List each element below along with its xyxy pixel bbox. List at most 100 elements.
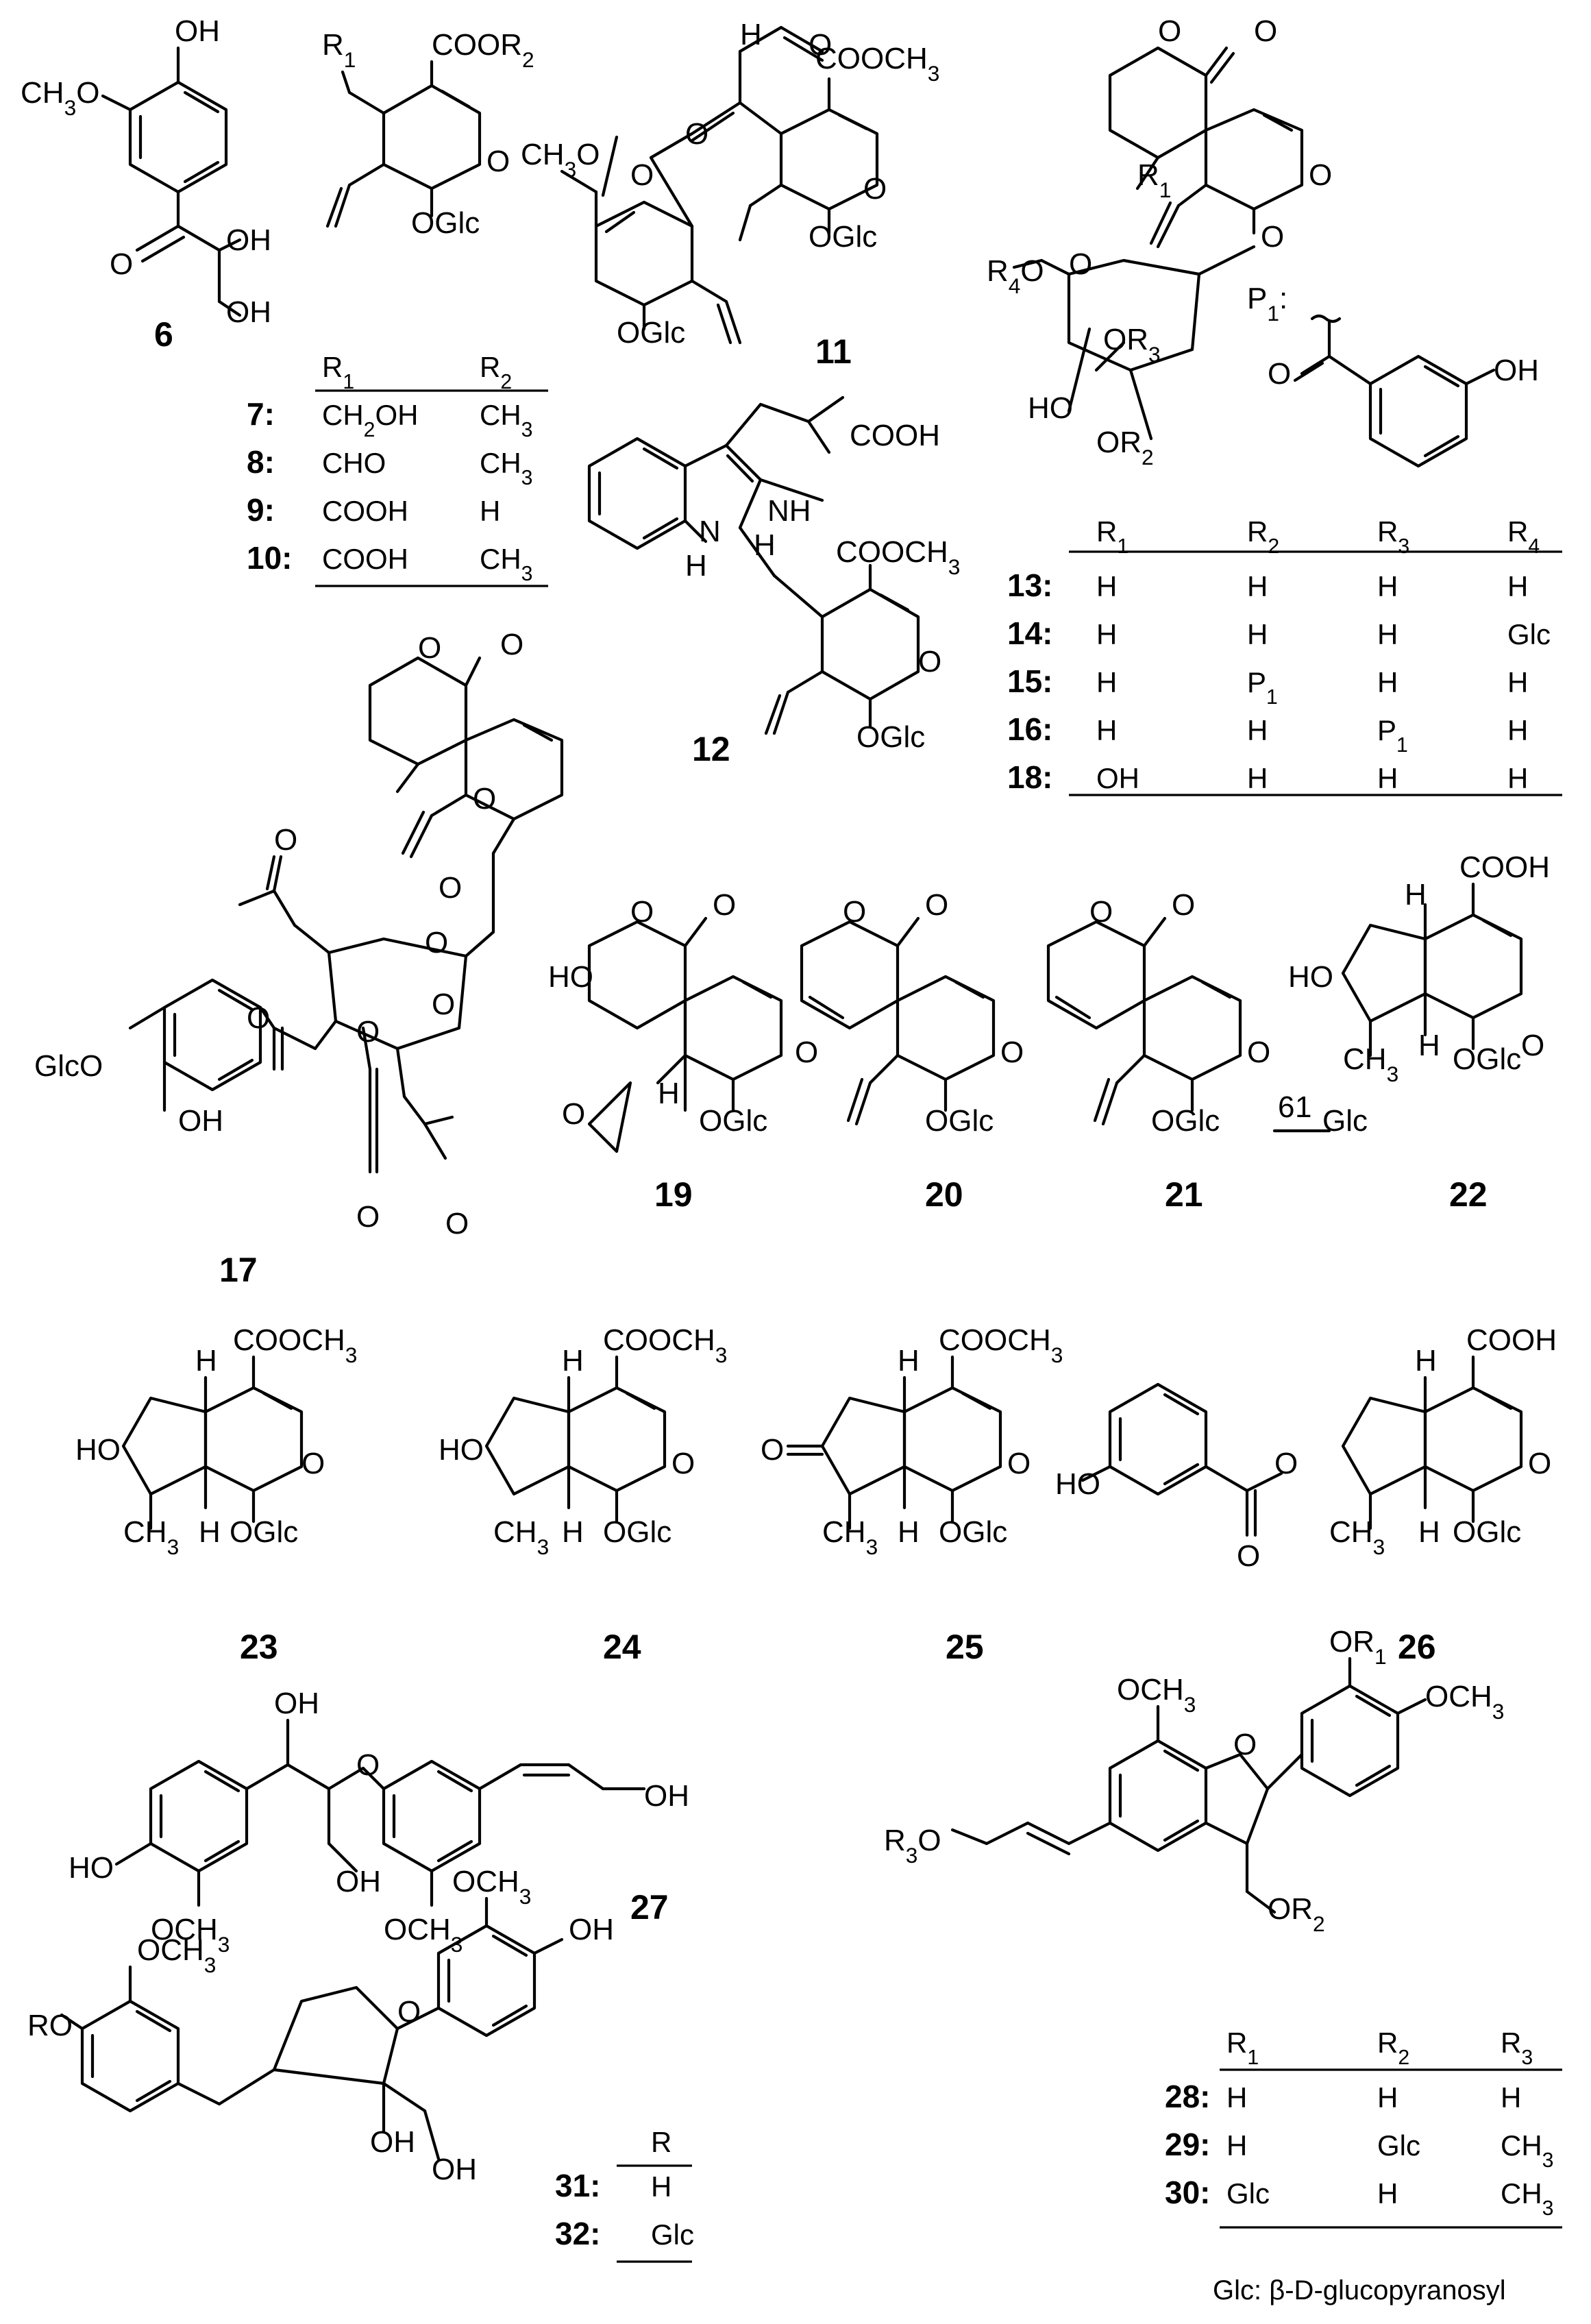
t7_10-cell-2-1: H	[480, 495, 500, 527]
c12-label-6: O	[918, 645, 941, 678]
c24-label-0: COOCH3	[603, 1323, 727, 1367]
t13_18-cell-3-0: H	[1096, 714, 1117, 746]
compound-number-25: 25	[946, 1628, 984, 1666]
c12-label-5: COOCH3	[836, 535, 960, 579]
c23-label-0: COOCH3	[233, 1323, 357, 1367]
t13_18-cell-2-0: H	[1096, 666, 1117, 698]
c21-label-3: OGlc	[1151, 1104, 1220, 1138]
c20-label-0: O	[843, 895, 866, 929]
c22-label-5: H	[1418, 1029, 1440, 1062]
c23-label-2: HO	[75, 1433, 121, 1467]
p1-label-1: O	[1268, 357, 1291, 391]
c12-label-1: NH	[767, 494, 811, 528]
c26-label-4: H	[1415, 1344, 1437, 1378]
t13_18-row-label-3: 16:	[1007, 711, 1053, 747]
c27-label-3: HO	[69, 1851, 114, 1885]
t13_18-cell-0-1: H	[1247, 570, 1268, 602]
t13_18-cell-1-1: H	[1247, 618, 1268, 650]
t7_10-cell-1-0: CHO	[322, 447, 386, 479]
c19-label-5: H	[658, 1077, 680, 1110]
t28_30-row-label-0: 28:	[1165, 2079, 1211, 2114]
t28_30-cell-1-2: CH3	[1501, 2129, 1554, 2172]
c26-label-6: CH3	[1329, 1515, 1385, 1559]
t7_10-cell-0-1: CH3	[480, 399, 533, 441]
c11-label-5: O	[685, 117, 708, 151]
c17-label-1: O	[500, 628, 523, 661]
c6-label-3: OH	[226, 223, 271, 257]
c17-label-10: O	[356, 1200, 380, 1234]
c31_32-label-1: OH	[569, 1913, 614, 1946]
c26-label-0: COOH	[1466, 1323, 1557, 1357]
t13_18-row-label-2: 15:	[1007, 663, 1053, 699]
c12-label-4: H	[754, 528, 776, 562]
t7_10-row-label-1: 8:	[247, 444, 275, 480]
c26-label-1: HO	[1055, 1467, 1100, 1501]
c31_32-label-3: OCH3	[452, 1865, 531, 1909]
t13_18-cell-2-3: H	[1507, 666, 1528, 698]
t13_18-cell-4-2: H	[1377, 762, 1398, 794]
c28_30-label-1: OR1	[1329, 1625, 1387, 1669]
compound-number-17: 17	[219, 1251, 258, 1289]
c31_32-label-0: OCH3	[137, 1933, 216, 1977]
c21-label-6: Glc	[1322, 1104, 1368, 1138]
c24-label-3: O	[671, 1447, 695, 1480]
t7_10-cell-1-1: CH3	[480, 447, 533, 489]
t28_30-cell-1-1: Glc	[1377, 2129, 1420, 2162]
t31_32-cell-0-0: H	[651, 2170, 671, 2203]
c27-label-1: O	[356, 1748, 380, 1782]
c11-label-0: H	[740, 18, 762, 51]
c26-label-7: H	[1418, 1515, 1440, 1549]
c13_18-label-0: O	[1158, 14, 1181, 48]
c23-label-1: H	[195, 1344, 217, 1378]
compound-number-23: 23	[240, 1628, 278, 1666]
c25-label-2: O	[761, 1433, 784, 1467]
c7_10-label-1: COOR2	[432, 28, 534, 72]
c17-label-3: O	[439, 871, 462, 905]
t28_30-cell-2-0: Glc	[1226, 2177, 1270, 2210]
t7_10-cell-0-0: CH2OH	[322, 399, 419, 441]
c17-label-9: O	[356, 1015, 380, 1049]
c25-label-4: CH3	[822, 1515, 878, 1559]
c17-label-8: OH	[178, 1104, 223, 1138]
c13_18-label-6: O	[1069, 247, 1092, 281]
compound-number-27: 27	[630, 1888, 669, 1927]
c19-label-1: O	[713, 888, 736, 922]
c26-label-8: OGlc	[1453, 1515, 1521, 1549]
c22-label-4: CH3	[1343, 1042, 1398, 1086]
p1-label-0: P1:	[1247, 282, 1287, 326]
t13_18-header-1: R2	[1247, 515, 1279, 558]
t13_18-cell-2-1: P1	[1247, 666, 1278, 709]
c24-label-2: HO	[439, 1433, 484, 1467]
c13_18-label-9: OR2	[1096, 426, 1154, 469]
t7_10-cell-3-1: CH3	[480, 543, 533, 585]
c12-label-0: COOH	[850, 419, 940, 452]
c25-label-5: H	[898, 1515, 920, 1549]
t7_10-cell-2-0: COOH	[322, 495, 408, 527]
c13_18-label-4: O	[1261, 220, 1284, 254]
c27-label-0: OH	[274, 1687, 319, 1720]
c20-label-2: O	[1000, 1036, 1024, 1069]
t31_32-header-0: R	[651, 2126, 671, 2158]
c6-label-0: OH	[175, 14, 220, 48]
c26-label-3: O	[1237, 1539, 1260, 1573]
c17-label-5: O	[274, 823, 297, 857]
t13_18-cell-2-2: H	[1377, 666, 1398, 698]
c22-label-2: HO	[1288, 960, 1333, 994]
c13_18-label-7: OR3	[1103, 323, 1161, 367]
t7_10-header-1: R2	[480, 351, 512, 393]
c11-label-1: O	[809, 28, 832, 62]
c17-label-7: O	[247, 1001, 270, 1035]
c31_32-label-6: OH	[432, 2153, 477, 2186]
c12-label-2: N	[699, 515, 721, 548]
c28_30-label-5: OR2	[1268, 1892, 1325, 1936]
c19-label-0: O	[630, 895, 654, 929]
c20-label-3: OGlc	[925, 1104, 994, 1138]
c6-label-4: OH	[226, 295, 271, 329]
c28_30-label-0: OCH3	[1117, 1673, 1196, 1717]
c27-label-2: OH	[336, 1865, 381, 1898]
c11-label-2: COOCH3	[815, 42, 939, 86]
c25-label-1: H	[898, 1344, 920, 1378]
t13_18-cell-4-3: H	[1507, 762, 1528, 794]
c6-label-1: CH3O	[21, 76, 99, 120]
c28_30-label-4: R3O	[884, 1824, 941, 1868]
